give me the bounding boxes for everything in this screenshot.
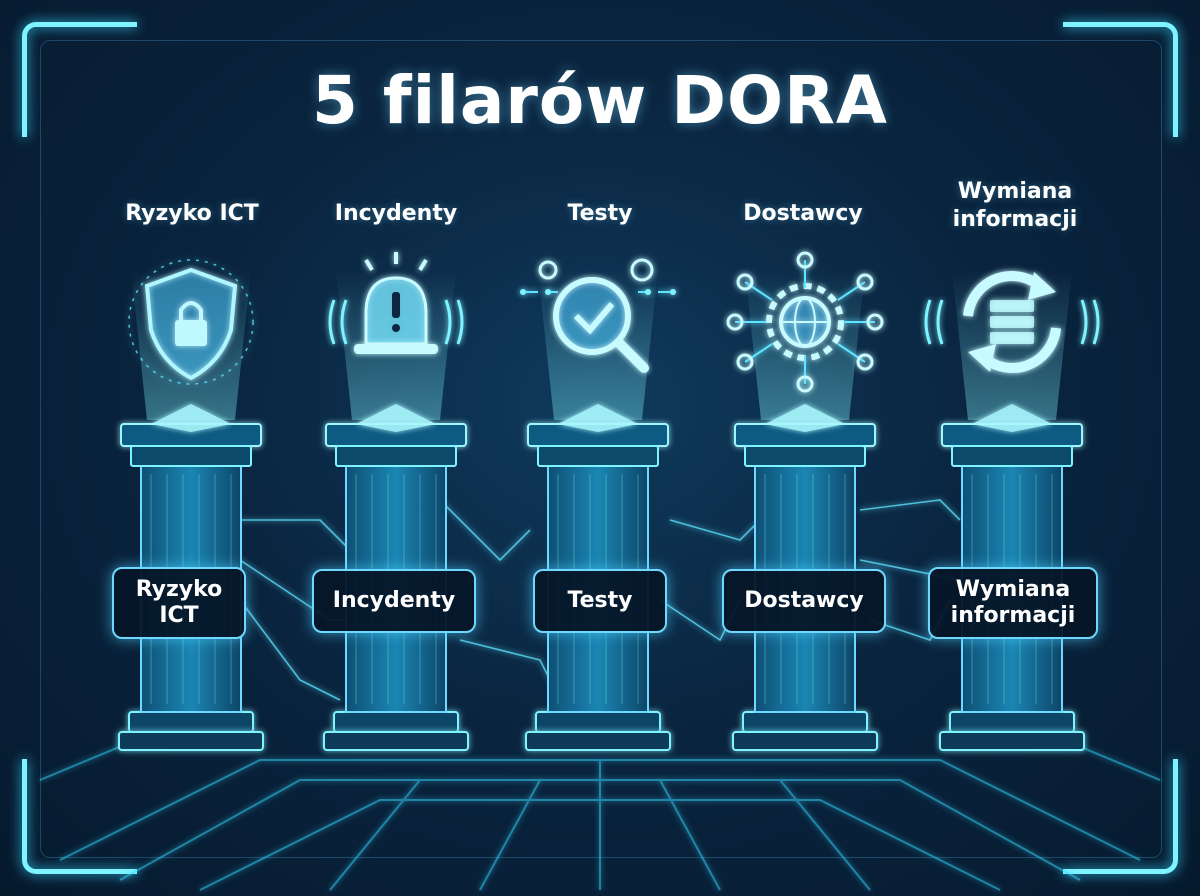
pillar-5: [924, 270, 1100, 751]
pillar-2: [323, 252, 469, 751]
pillar-top-label-incydenty: Incydenty: [334, 201, 458, 226]
pillar-1: [118, 259, 264, 751]
pillar-top-glow: [558, 404, 638, 432]
pillar-capital-lower: [335, 445, 457, 467]
corner-bracket-bottom-right: [1063, 759, 1178, 874]
pillar-capital-lower: [744, 445, 866, 467]
page-title: 5 filarów DORA: [311, 62, 889, 139]
pillar-plinth: [732, 731, 878, 751]
pillar-top-glow: [972, 404, 1052, 432]
pillar-capital-lower: [951, 445, 1073, 467]
magnifier-check-icon: [520, 258, 676, 373]
pillar-plinth: [939, 731, 1085, 751]
corner-bracket-bottom-left: [22, 759, 137, 874]
pillar-4: [726, 251, 884, 751]
pillar-top-glow: [151, 404, 231, 432]
pillar-base: [742, 711, 868, 733]
network-gears-icon: [726, 251, 884, 393]
pillar-box-wymiana: Wymiana informacji: [928, 567, 1098, 639]
pillar-base: [949, 711, 1075, 733]
pillar-box-ryzyko: Ryzyko ICT: [112, 567, 246, 639]
alarm-bell-icon: [328, 252, 464, 354]
pillar-capital-lower: [130, 445, 252, 467]
pillar-top-label-ryzyko: Ryzyko ICT: [125, 201, 259, 226]
pillar-capital-lower: [537, 445, 659, 467]
shield-lock-icon: [128, 259, 254, 385]
pillar-base: [128, 711, 254, 733]
sync-server-icon: [924, 271, 1100, 373]
pillar-plinth: [118, 731, 264, 751]
pillar-plinth: [323, 731, 469, 751]
pillar-box-testy: Testy: [533, 569, 667, 633]
pillar-plinth: [525, 731, 671, 751]
pillar-base: [535, 711, 661, 733]
pillar-top-label-dostawcy: Dostawcy: [743, 201, 863, 226]
pillar-top-label-wymiana: Wymiana informacji: [952, 179, 1078, 232]
pillar-3: [520, 258, 676, 751]
pillar-top-label-testy: Testy: [567, 201, 633, 226]
pillar-box-dostawcy: Dostawcy: [722, 569, 886, 633]
corner-bracket-top-right: [1063, 22, 1178, 137]
pillar-top-glow: [356, 404, 436, 432]
pillar-box-incydenty: Incydenty: [312, 569, 476, 633]
pillar-top-glow: [765, 404, 845, 432]
circuit-floor: [39, 729, 1161, 891]
pillar-base: [333, 711, 459, 733]
corner-bracket-top-left: [22, 22, 137, 137]
light-beam: [952, 270, 1072, 420]
